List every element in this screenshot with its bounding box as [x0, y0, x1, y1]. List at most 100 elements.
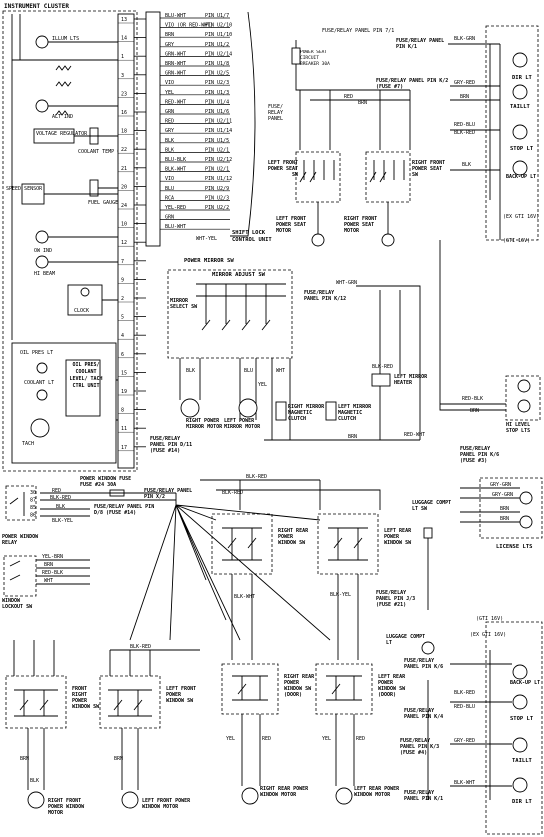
- left-mirror-motor-icon: [238, 398, 258, 418]
- rear-switch-down-wires: [231, 574, 359, 660]
- left-mirror-clutch-icon: [325, 401, 337, 421]
- seat-fuse-panel-label: FUSE/RELAY PANEL PIN 7/1: [322, 28, 394, 34]
- rear-wire-red: RED: [262, 736, 271, 742]
- hi-wire-red-blk: RED-BLK: [462, 396, 483, 402]
- left-rear-door-sw-label: LEFT REAR POWER WINDOW SW (DOOR): [378, 674, 405, 698]
- alt-lamp-icon: [35, 99, 49, 113]
- right-rear-door-sw-label: RIGHT REAR POWER WINDOW SW (DOOR): [284, 674, 314, 698]
- connector-pin-label: PIN U1/7: [205, 13, 229, 19]
- cluster-pin-number: 23: [121, 91, 127, 97]
- connector-pin-label: PIN U1/8: [205, 61, 229, 67]
- window-fuse-label: POWER WINDOW FUSE FUSE #24 30A: [80, 476, 131, 488]
- clock-label: CLOCK: [74, 308, 89, 314]
- instrument-cluster-title: INSTRUMENT CLUSTER: [4, 3, 69, 10]
- window-fuse-d8-label: FUSE/RELAY PANEL PIN D/8 (FUSE #14): [94, 504, 154, 516]
- license-housing: [479, 477, 543, 539]
- lower-wire-blk-red: BLK-RED: [454, 690, 475, 696]
- connector-pin-label: PIN U2/10: [205, 23, 232, 29]
- mirror-heater-label: LEFT MIRROR HEATER: [394, 374, 427, 386]
- lower-wire-red-blu: RED-BLU: [454, 704, 475, 710]
- connector-pin-label: PIN U1/14: [205, 128, 232, 134]
- connector-wire-color: BLK-WHT: [165, 167, 186, 173]
- connector-wire-color: GRN-WHT: [165, 71, 186, 77]
- left-front-motor-label: LEFT FRONT POWER WINDOW MOTOR: [142, 798, 190, 810]
- seat-wire-brn: BRN: [358, 100, 367, 106]
- speed-sensor-label: SPEED SENSOR: [6, 186, 43, 192]
- left-front-window-motor-icon: [121, 791, 139, 809]
- fuse-k6-label: FUSE/RELAY PANEL PIN K/6: [404, 658, 443, 670]
- relay-pin-number: 85: [30, 505, 36, 511]
- connector-pin-label: PIN U2/1: [205, 147, 229, 153]
- front-switch-contacts: [14, 689, 152, 717]
- rear-fuse-k1-label: FUSE/RELAY PANEL PIN K/1: [396, 38, 444, 50]
- lower-rear-wires: [450, 650, 512, 800]
- relay-pin-number: 86: [30, 513, 36, 519]
- mirror-wire-blk: BLK: [186, 368, 195, 374]
- connector-wire-color: RED-WHT: [165, 99, 186, 105]
- mirror-heater-icon: [371, 373, 391, 387]
- right-rear-window-motor-icon: [241, 787, 259, 805]
- right-front-motor-label: RIGHT FRONT POWER WINDOW MOTOR: [48, 798, 84, 816]
- mirror-wire-wht-grn: WHT-GRN: [336, 280, 357, 286]
- lockout-wire-wht: WHT: [44, 578, 53, 584]
- rear-wire-yel: YEL: [226, 736, 235, 742]
- stop-lt-label: STOP LT: [510, 146, 534, 152]
- rear-wire-blk-yel: BLK-YEL: [330, 592, 351, 598]
- lower-stop-bulb-icon: [512, 694, 528, 710]
- tach-ctrl-unit: [65, 359, 101, 417]
- rear-wire-brn: BRN: [460, 94, 469, 100]
- connector-wire-color: BLU-BLK: [165, 157, 186, 163]
- fuse-k3-label: FUSE/RELAY PANEL PIN K/3 (FUSE #4): [400, 738, 439, 756]
- cluster-pin-number: 20: [121, 184, 127, 190]
- right-front-window-motor-icon: [27, 791, 45, 809]
- taillt-bulb-icon: [512, 84, 528, 100]
- seat-breaker-label: POWER SEAT CIRCUIT BREAKER 30A: [300, 50, 330, 67]
- mirror-select-label: MIRROR SELECT SW: [170, 298, 197, 310]
- mirror-wire-blu: BLU: [244, 368, 253, 374]
- coolant-lamp-icon: [36, 389, 48, 401]
- connector-wire-color: BLU-WHT: [165, 224, 186, 230]
- right-rear-window-sw-box: [211, 513, 273, 575]
- license-lts-label: LICENSE LTS: [496, 544, 532, 550]
- cluster-pin-number: 7: [121, 259, 124, 265]
- lockout-wire-yel-brn: YEL-BRN: [42, 554, 63, 560]
- lic-wire-gry-grn-1: GRY-GRN: [490, 482, 511, 488]
- tach-ctrl-unit-text: OIL PRES/ COOLANT LEVEL/ TACH CTRL UNIT: [69, 362, 102, 389]
- cluster-pin-number: 4: [121, 333, 124, 339]
- cluster-pin-number: 1: [121, 54, 124, 60]
- cluster-pin-number: 8: [121, 408, 124, 414]
- win-wire-blk-red: BLK-RED: [50, 495, 71, 501]
- left-clutch-label: LEFT MIRROR MAGNETIC CLUTCH: [338, 404, 371, 422]
- cluster-pin-number: 2: [121, 296, 124, 302]
- fuse-k4-label: FUSE/RELAY PANEL PIN K/4: [404, 708, 443, 720]
- window-fuse-panel-label: FUSE/RELAY PANEL PIN X/2: [144, 488, 192, 500]
- tach-label: TACH: [22, 441, 34, 447]
- voltage-regulator-label: VOLTAGE REGULATOR: [36, 131, 88, 137]
- left-front-window-sw-label: LEFT FRONT POWER WINDOW SW: [166, 686, 196, 704]
- right-front-window-sw-label: FRONT RIGHT POWER WINDOW SW: [72, 686, 99, 710]
- mirror-wire-red-wht: RED-WHT: [404, 432, 425, 438]
- license-bulb-2: [519, 515, 533, 529]
- hi-level-fuse-label: FUSE/RELAY PANEL PIN K/6 (FUSE #3): [460, 446, 499, 464]
- coolant-temp-label: COOLANT TEMP GAUGE: [78, 149, 132, 155]
- luggage-lt-bulb-icon: [421, 641, 435, 655]
- lower-dir-bulb-icon: [512, 777, 528, 793]
- cluster-pin-number: 12: [121, 240, 127, 246]
- rear-wire-blk-red: BLK-RED: [454, 130, 475, 136]
- ow-lamp-icon: [35, 230, 49, 244]
- seat-fuse-relay-panel-label: FUSE/ RELAY PANEL: [268, 104, 283, 122]
- connector-pin-label: PIN U2/3: [205, 80, 229, 86]
- fuel-gauge-label: FUEL GAUGE: [88, 200, 118, 206]
- ex-gti-label: (EX GTI 16V): [503, 214, 539, 220]
- connector-wire-color: GRN: [165, 215, 174, 221]
- cluster-pin-number: 3: [121, 73, 124, 79]
- cluster-pin-number: 6: [121, 352, 124, 358]
- luggage-lt-label: LUGGAGE COMPT LT: [386, 634, 425, 646]
- rear-feed-blk-red: BLK-RED: [246, 474, 267, 480]
- seat-switch-contacts: [299, 160, 405, 183]
- shift-lock-label: SHIFT LOCK CONTROL UNIT: [232, 230, 272, 243]
- taillt-label: TAILLT: [510, 104, 531, 110]
- relay-output-wires: [40, 492, 176, 517]
- shift-lock-wire: WHT-YEL: [196, 236, 217, 242]
